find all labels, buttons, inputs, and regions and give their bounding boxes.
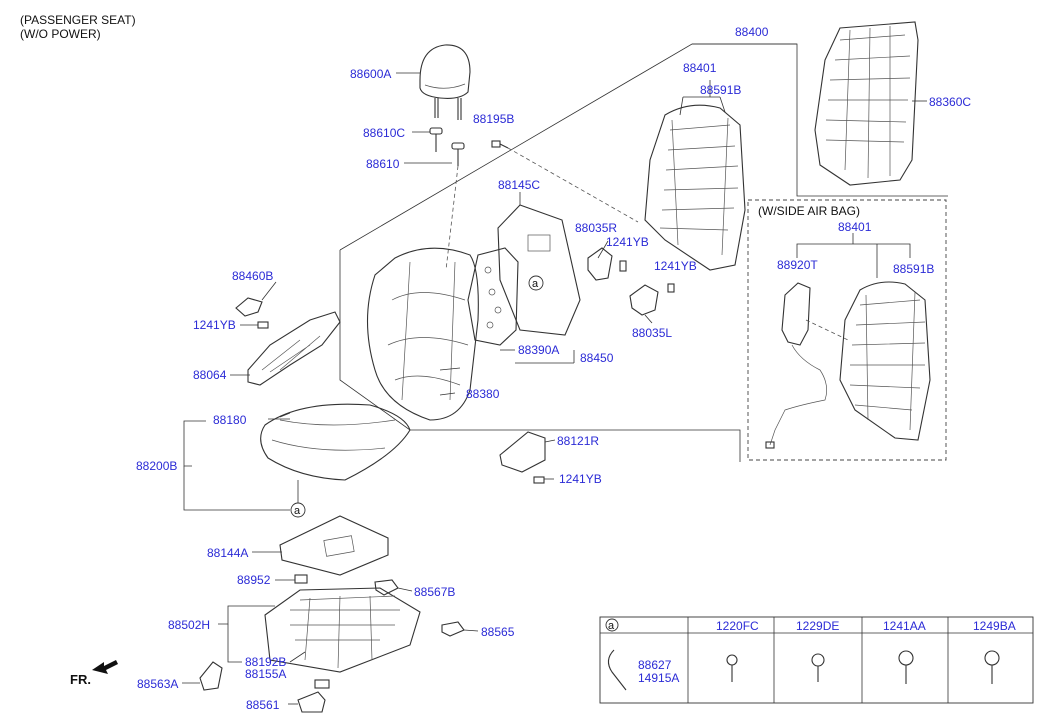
front-label: FR. [70, 672, 91, 687]
label-88200b: 88200B [136, 459, 177, 473]
label-88064: 88064 [193, 368, 227, 382]
front-arrow-icon [92, 660, 118, 674]
headrest-drawing [419, 44, 471, 120]
label-88610: 88610 [366, 157, 400, 171]
bolt-88195b-drawing [491, 140, 639, 223]
label-88565: 88565 [481, 625, 515, 639]
cover-88121r-drawing [499, 431, 546, 484]
screw-1229de-icon [811, 653, 825, 682]
label-88591b: 88591B [700, 83, 741, 97]
label-88192b: 88192B [245, 655, 286, 669]
seat-cushion-drawing [260, 403, 411, 481]
table-ref-marker: a [608, 620, 615, 632]
label-1241yb-b: 1241YB [654, 259, 697, 273]
part-labels: 88400 88401 88591B 88360C 88600A 88195B … [136, 25, 971, 712]
bracket-88035l-drawing [629, 283, 675, 316]
label-88563a: 88563A [137, 677, 178, 691]
knob-88460b-drawing [235, 297, 269, 329]
label-88610c: 88610C [363, 126, 405, 140]
label-1241yb-a: 1241YB [606, 235, 649, 249]
inset-frame-drawing [839, 281, 931, 441]
cover-88561-drawing [297, 691, 326, 713]
label-88360c: 88360C [929, 95, 971, 109]
svg-text:a: a [294, 505, 301, 517]
table-cell-88627: 88627 [638, 658, 672, 672]
airbag-module-drawing [781, 282, 811, 346]
table-col-1241aa: 1241AA [883, 619, 926, 633]
label-88450: 88450 [580, 351, 614, 365]
inset-label-88920t: 88920T [777, 258, 818, 272]
label-88380: 88380 [466, 387, 500, 401]
seatback-frame-drawing [644, 80, 746, 271]
label-88400: 88400 [735, 25, 769, 39]
label-1241yb-c: 1241YB [193, 318, 236, 332]
label-88390a: 88390A [518, 343, 559, 357]
fastener-table: a [599, 616, 1034, 704]
bracket-88035r-drawing [587, 247, 627, 281]
back-panel-drawing [814, 21, 927, 186]
header-without-power: (W/O POWER) [20, 27, 101, 41]
cover-88563a-drawing [199, 661, 223, 691]
label-88952: 88952 [237, 573, 271, 587]
inset-title: (W/SIDE AIR BAG) [758, 204, 860, 218]
label-88567b: 88567B [414, 585, 455, 599]
label-88145c: 88145C [498, 178, 540, 192]
label-88144a: 88144A [207, 546, 248, 560]
seatback-cushion-drawing [366, 247, 479, 421]
back-frame-sheet-drawing [467, 247, 519, 351]
table-col-1249ba: 1249BA [973, 619, 1016, 633]
clip-88565-drawing [441, 621, 465, 637]
front-direction-indicator: FR. [70, 660, 118, 687]
table-col-1229de: 1229DE [796, 619, 839, 633]
svg-text:a: a [532, 278, 539, 290]
side-cover-drawing [247, 311, 341, 386]
fastener-table-text: 1220FC 1229DE 1241AA 1249BA 88627 14915A [638, 619, 1016, 685]
clip-88567b-drawing [374, 579, 399, 596]
label-88460b: 88460B [232, 269, 273, 283]
label-1241yb-d: 1241YB [559, 472, 602, 486]
label-88121r: 88121R [557, 434, 599, 448]
seatback-assembly-outline [339, 43, 948, 462]
label-88155a: 88155A [245, 667, 286, 681]
back-board-drawing [497, 192, 581, 336]
ref-marker-top: a [528, 275, 544, 291]
header-passenger-seat: (PASSENGER SEAT) [20, 13, 136, 27]
leader-lines [182, 72, 653, 705]
label-88180: 88180 [213, 413, 247, 427]
label-88035l: 88035L [632, 326, 672, 340]
inset-label-88591b: 88591B [893, 262, 934, 276]
inset-label-88401: 88401 [838, 220, 872, 234]
label-88401: 88401 [683, 61, 717, 75]
side-airbag-inset: (W/SIDE AIR BAG) [747, 199, 947, 461]
table-col-1220fc: 1220FC [716, 619, 759, 633]
table-cell-14915a: 14915A [638, 671, 679, 685]
seat-pad-drawing [279, 515, 389, 576]
screw-1220fc-icon [726, 654, 738, 682]
wire-clip-drawing [607, 649, 627, 691]
seat-track-drawing [264, 574, 421, 689]
headrest-guide-drawing [429, 127, 465, 271]
screw-1249ba-icon [984, 650, 1000, 684]
label-88600a: 88600A [350, 67, 391, 81]
airbag-harness-drawing [769, 344, 827, 446]
ref-marker-bottom: a [290, 502, 306, 518]
label-88502h: 88502H [168, 618, 210, 632]
label-88035r: 88035R [575, 221, 617, 235]
screw-1241aa-icon [898, 650, 914, 684]
label-88195b: 88195B [473, 112, 514, 126]
label-88561: 88561 [246, 698, 280, 712]
